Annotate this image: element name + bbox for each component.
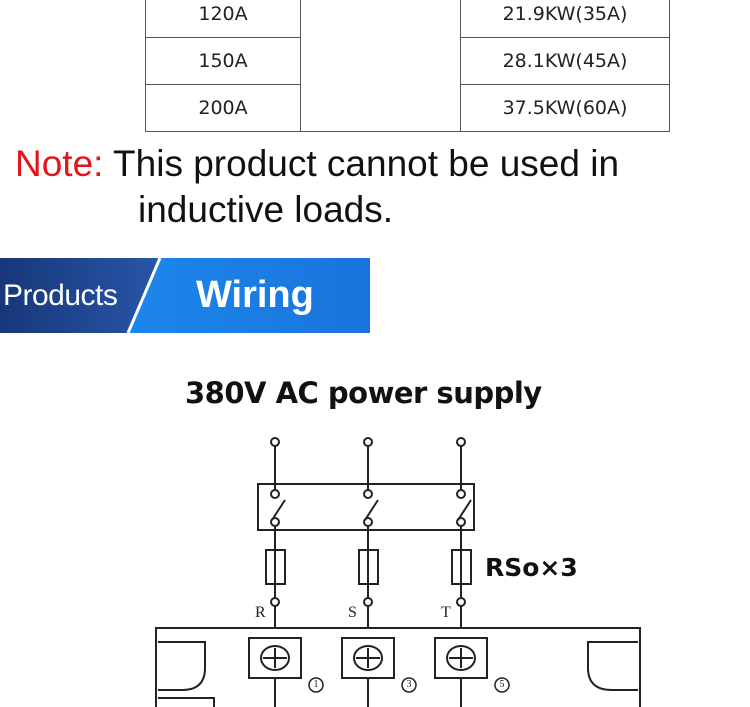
module-outline xyxy=(155,627,641,707)
note-line-1: Note: This product cannot be used in xyxy=(15,143,619,185)
wiring-diagram xyxy=(155,437,641,707)
table-row: 150A 28.1KW(45A) xyxy=(145,37,670,85)
terminal-number-circle xyxy=(401,677,417,693)
terminal-letter-r: R xyxy=(255,604,266,621)
terminal-screw-1 xyxy=(248,637,302,707)
note-text: This product cannot be used in xyxy=(103,143,620,184)
terminal-number-circle xyxy=(494,677,510,693)
section-banner xyxy=(0,258,370,333)
current-cell: 150A xyxy=(145,37,301,85)
terminal-letter-s: S xyxy=(348,604,357,621)
fuse-label: RSo×3 xyxy=(485,553,578,582)
terminal-number-3: 3 xyxy=(406,679,412,690)
terminal-screw-5 xyxy=(434,637,488,707)
banner-light-segment xyxy=(128,258,370,333)
left-mount-ear xyxy=(158,641,206,691)
switch-box xyxy=(257,483,475,531)
banner-divider xyxy=(126,258,162,333)
power-cell: 37.5KW(60A) xyxy=(460,84,670,132)
supply-title: 380V AC power supply xyxy=(185,376,542,410)
table-row: 120A 21.9KW(35A) xyxy=(145,0,670,132)
note-label: Note: xyxy=(15,143,104,184)
note-line-2: inductive loads. xyxy=(138,189,394,230)
right-mount-ear xyxy=(587,641,638,691)
blank-cell xyxy=(300,0,461,132)
left-mount-base xyxy=(158,697,215,707)
power-cell: 21.9KW(35A) xyxy=(460,0,670,38)
current-cell: 120A xyxy=(145,0,301,38)
power-cell: 28.1KW(45A) xyxy=(460,37,670,85)
banner-wiring-text: Wiring xyxy=(196,274,314,316)
current-cell: 200A xyxy=(145,84,301,132)
terminal-number-1: 1 xyxy=(313,679,319,690)
terminal-screw-3 xyxy=(341,637,395,707)
phase-line-t xyxy=(451,437,472,628)
rating-table: 120A 21.9KW(35A) 150A 28.1KW(45A) 200A 3… xyxy=(145,0,670,132)
phase-line-s xyxy=(358,437,379,628)
terminal-number-circle xyxy=(308,677,324,693)
phase-line-r xyxy=(265,437,286,628)
banner-products-text: Products xyxy=(3,279,118,312)
terminal-letter-t: T xyxy=(441,604,451,621)
table-row: 200A 37.5KW(60A) xyxy=(145,84,670,132)
terminal-number-5: 5 xyxy=(499,679,505,690)
banner-dark-segment xyxy=(0,258,160,333)
